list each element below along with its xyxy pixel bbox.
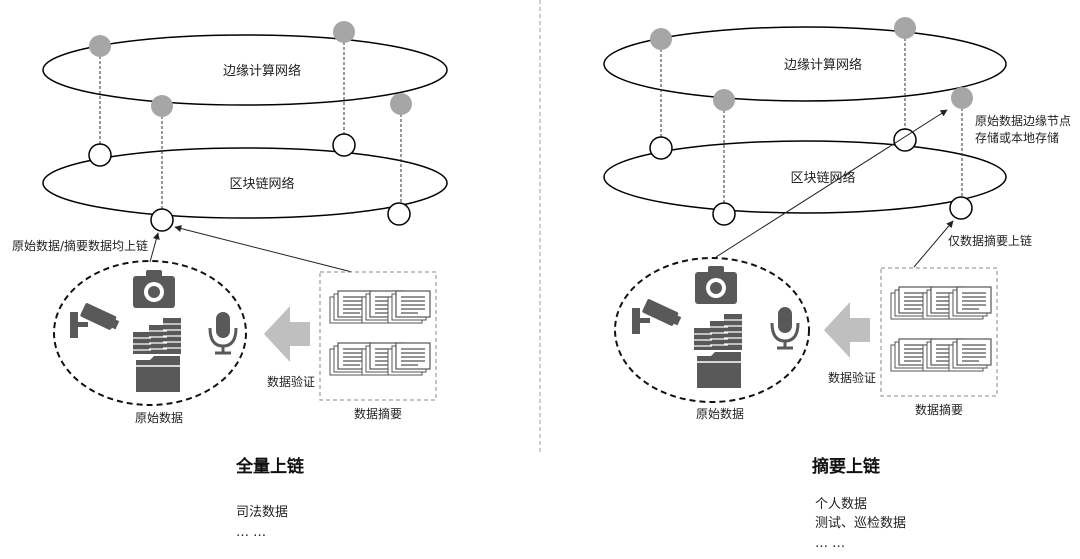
document-icon (948, 286, 992, 320)
right-use-case: … … (815, 536, 845, 551)
left-edge-network-ellipse (42, 34, 448, 106)
right-upload-note: 仅数据摘要上链 (948, 233, 1032, 248)
cctv-icon (632, 298, 683, 334)
right-digest-box (880, 267, 998, 397)
right-raw-storage-arrow (715, 109, 948, 258)
arrow-left-icon (824, 302, 870, 358)
right-storage-note: 存储或本地存储 (975, 130, 1059, 145)
left-digest-label: 数据摘要 (354, 406, 402, 421)
camera-icon (133, 270, 175, 308)
left-edge-network-label: 边缘计算网络 (223, 63, 301, 79)
right-edge-network-label: 边缘计算网络 (784, 57, 862, 73)
right-chain-node (949, 196, 973, 220)
camera-icon (695, 266, 737, 304)
right-edge-node (713, 89, 735, 111)
left-chain-node (150, 208, 174, 232)
right-use-case: 个人数据 (815, 497, 867, 512)
right-blockchain-network-ellipse (603, 140, 1007, 214)
document-icon (948, 338, 992, 372)
left-use-case: 司法数据 (236, 505, 288, 520)
folder-icon (696, 351, 742, 389)
cctv-icon (70, 302, 121, 338)
left-chain-node (88, 143, 112, 167)
left-edge-node (89, 35, 111, 57)
left-use-case: … … (236, 525, 266, 540)
right-edge-node (894, 17, 916, 39)
left-edge-node (151, 95, 173, 117)
left-chain-node (387, 202, 411, 226)
left-blockchain-network-label: 区块链网络 (229, 176, 294, 192)
right-chain-node (649, 136, 673, 160)
coins-icon (693, 313, 743, 351)
left-title: 全量上链 (235, 456, 305, 477)
left-blockchain-network-ellipse (42, 147, 448, 219)
right-use-case: 测试、巡检数据 (815, 516, 906, 531)
microphone-icon (208, 310, 238, 355)
coins-icon (132, 317, 182, 355)
left-raw-data-label: 原始数据 (135, 410, 183, 425)
document-icon (387, 290, 431, 324)
left-edge-node (333, 21, 355, 43)
right-edge-network-ellipse (603, 26, 1007, 102)
right-chain-node (712, 202, 736, 226)
left-verify-label: 数据验证 (267, 374, 315, 389)
left-edge-node (390, 93, 412, 115)
right-digest-upload-arrow (913, 220, 954, 268)
right-digest-label: 数据摘要 (915, 402, 963, 417)
left-digest-upload-arrow (174, 225, 353, 273)
right-blockchain-network-label: 区块链网络 (790, 170, 855, 186)
microphone-icon (770, 305, 800, 350)
right-raw-data-boundary (614, 257, 810, 403)
right-panel: 边缘计算网络 区块链网络 原始数据边缘节点 存储或本地存储 仅数据摘要上链 原始… (603, 17, 1071, 551)
right-storage-note: 原始数据边缘节点 (975, 113, 1071, 128)
left-upload-note: 原始数据/摘要数据均上链 (12, 238, 148, 253)
left-panel: 边缘计算网络 区块链网络 原始数据/摘要数据均上链 原始数据 (12, 21, 448, 540)
right-edge-node (951, 87, 973, 109)
right-title: 摘要上链 (812, 456, 881, 477)
folder-icon (135, 355, 181, 393)
left-digest-box (319, 271, 437, 401)
right-edge-node (650, 28, 672, 50)
left-raw-data-boundary (53, 260, 247, 406)
right-chain-node (893, 128, 917, 152)
left-chain-node (332, 133, 356, 157)
left-raw-upload-arrow (149, 232, 160, 263)
right-verify-label: 数据验证 (828, 370, 876, 385)
document-icon (387, 342, 431, 376)
arrow-left-icon (264, 306, 310, 362)
right-raw-data-label: 原始数据 (696, 406, 744, 421)
